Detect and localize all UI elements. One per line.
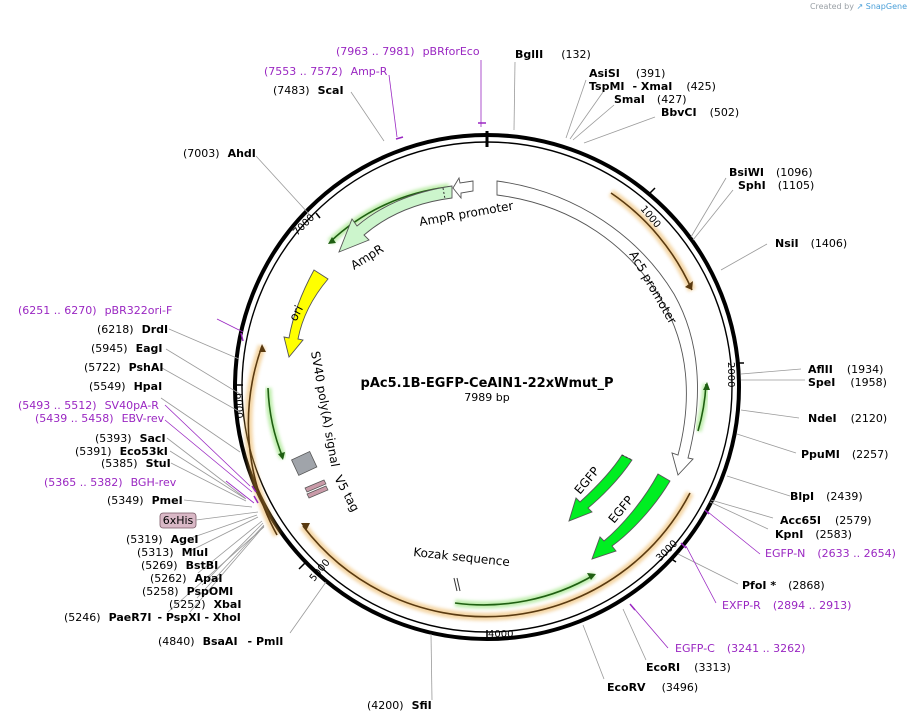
- site-ecori: EcoRI(3313): [646, 661, 731, 674]
- his-tag-label: 6xHis: [163, 514, 194, 527]
- site-bglii: BglII(132): [515, 48, 591, 61]
- site-bstbi: (5269)BstBI: [141, 559, 218, 572]
- primer-pbrforeco: (7963 .. 7981)pBRforEco: [336, 45, 480, 58]
- site-stui: (5385)StuI: [101, 457, 171, 470]
- site-nsii: NsiI(1406): [775, 237, 847, 250]
- site-bsiwi: BsiWI(1096): [729, 166, 813, 179]
- ampr-promoter-small: [452, 176, 474, 200]
- site-paer7i: (5246)PaeR7I- PspXI - XhoI: [64, 611, 241, 624]
- orf-arrow-egfp-head: [301, 523, 310, 531]
- site-bbvci: BbvCI(502): [661, 106, 739, 119]
- site-acc65i: Acc65I(2579): [780, 514, 872, 527]
- primer-pbr322ori-f: (6251 .. 6270)pBR322ori-F: [18, 304, 172, 317]
- primer-leaders: [164, 60, 761, 649]
- site-spei: SpeI(1958): [808, 376, 887, 389]
- site-sphi: SphI(1105): [738, 179, 814, 192]
- v5-tag-feature: [304, 479, 327, 493]
- v5-tag-feature-2: [306, 485, 329, 499]
- site-pspomi: (5258)PspOMI: [142, 585, 233, 598]
- site-ppumi: PpuMI(2257): [801, 448, 888, 461]
- site-ndei: NdeI(2120): [808, 412, 887, 425]
- tick-label-7000: 7000: [291, 212, 317, 238]
- kozak-marker: [453, 577, 458, 592]
- egfp-arrow-2: [591, 473, 671, 560]
- snapgene-watermark: Created by ↗ SnapGene: [809, 2, 908, 11]
- site-hpai: (5549)HpaI: [89, 380, 162, 393]
- site-tspmi: TspMI- XmaI(425): [589, 80, 716, 93]
- site-xbai: (5252)XbaI: [169, 598, 241, 611]
- orf-arrow-kozak: [454, 574, 595, 606]
- primer-amp-r: (7553 .. 7572)Amp-R: [264, 65, 388, 78]
- primer-egfp-c: EGFP-C(3241 .. 3262): [675, 642, 805, 655]
- site-smai: SmaI(427): [614, 93, 687, 106]
- plasmid-title: pAc5.1B-EGFP-CeAIN1-22xWmut_P: [361, 376, 614, 391]
- egfp-arrow-1: [568, 454, 633, 522]
- orf-arrow-egfp-line: [302, 492, 691, 618]
- feature-label-ori: ori: [286, 303, 306, 323]
- site-asisi: AsiSI(391): [589, 67, 665, 80]
- feature-label-ampr-promoter: AmpR promoter: [418, 199, 514, 229]
- snapgene-logo: ↗ SnapGene: [856, 2, 908, 11]
- site-scai: (7483)ScaI: [273, 84, 344, 97]
- orf-arrows: [244, 189, 696, 621]
- tick-label-6000: 6000: [233, 393, 244, 418]
- primer-exfp-r: EXFP-R(2894 .. 2913): [722, 599, 851, 612]
- tick-label-4000: 4000: [488, 629, 513, 640]
- feature-label-v5-tag: V5 tag: [331, 473, 362, 514]
- primer-ebv-rev: (5439 .. 5458)EBV-rev: [35, 412, 165, 425]
- primer-labels: (7963 .. 7981)pBRforEco (7553 .. 7572)Am…: [18, 45, 896, 655]
- sv40-polya-feature: [291, 450, 318, 476]
- ampr-promoter-arrow: [496, 180, 698, 476]
- his-tag-badge: [159, 512, 197, 529]
- site-blpi: BlpI(2439): [790, 490, 863, 503]
- site-pshai: (5722)PshAI: [84, 361, 163, 374]
- site-eco53ki: (5391)Eco53kI: [75, 445, 168, 458]
- site-leaders: [160, 61, 805, 701]
- site-bsaai: (4840)BsaAI- PmlI: [158, 635, 283, 648]
- site-mlui: (5313)MluI: [137, 546, 208, 559]
- orf-arrow-ac5-line: [610, 192, 693, 291]
- primer-sv40pa-r: (5493 .. 5512)SV40pA-R: [18, 399, 159, 412]
- tick-label-2000: 2000: [725, 362, 736, 387]
- site-ecorv: EcoRV(3496): [607, 681, 698, 694]
- site-apai: (5262)ApaI: [150, 572, 222, 585]
- feature-label-sv40-polya: SV40 poly(A) signal: [308, 350, 342, 468]
- inner-orf-arrows: [264, 183, 710, 609]
- orf-arrow-left-line: [247, 345, 278, 536]
- site-saci: (5393)SacI: [95, 432, 166, 445]
- scale-ticks: 1000 2000 3000 4000 5000 6000 7000: [233, 187, 744, 640]
- orf-arrow-left-head: [259, 344, 266, 352]
- primer-egfp-n: EGFP-N(2633 .. 2654): [765, 547, 896, 560]
- feature-label-kozak: Kozak sequence: [413, 545, 511, 569]
- orf-arrow-ac5-head: [685, 281, 693, 290]
- primer-bgh-rev: (5365 .. 5382)BGH-rev: [44, 476, 177, 489]
- site-drdi: (6218)DrdI: [97, 323, 168, 336]
- site-pmei: (5349)PmeI: [107, 494, 183, 507]
- site-pfoi: PfoI *(2868): [742, 579, 825, 592]
- plasmid-length: 7989 bp: [464, 391, 509, 404]
- site-kpni: KpnI(2583): [775, 528, 852, 541]
- site-ahdi: (7003)AhdI: [183, 147, 256, 160]
- ori-feature-arrow: [283, 269, 329, 358]
- site-eagi: (5945)EagI: [91, 342, 162, 355]
- site-sfii: (4200)SfiI: [367, 699, 432, 712]
- site-agei: (5319)AgeI: [126, 533, 199, 546]
- site-labels: BglII(132) AsiSI(391) TspMI- XmaI(425) S…: [64, 48, 888, 712]
- site-aflii: AflII(1934): [808, 363, 883, 376]
- ampr-feature-arrow: [338, 185, 453, 253]
